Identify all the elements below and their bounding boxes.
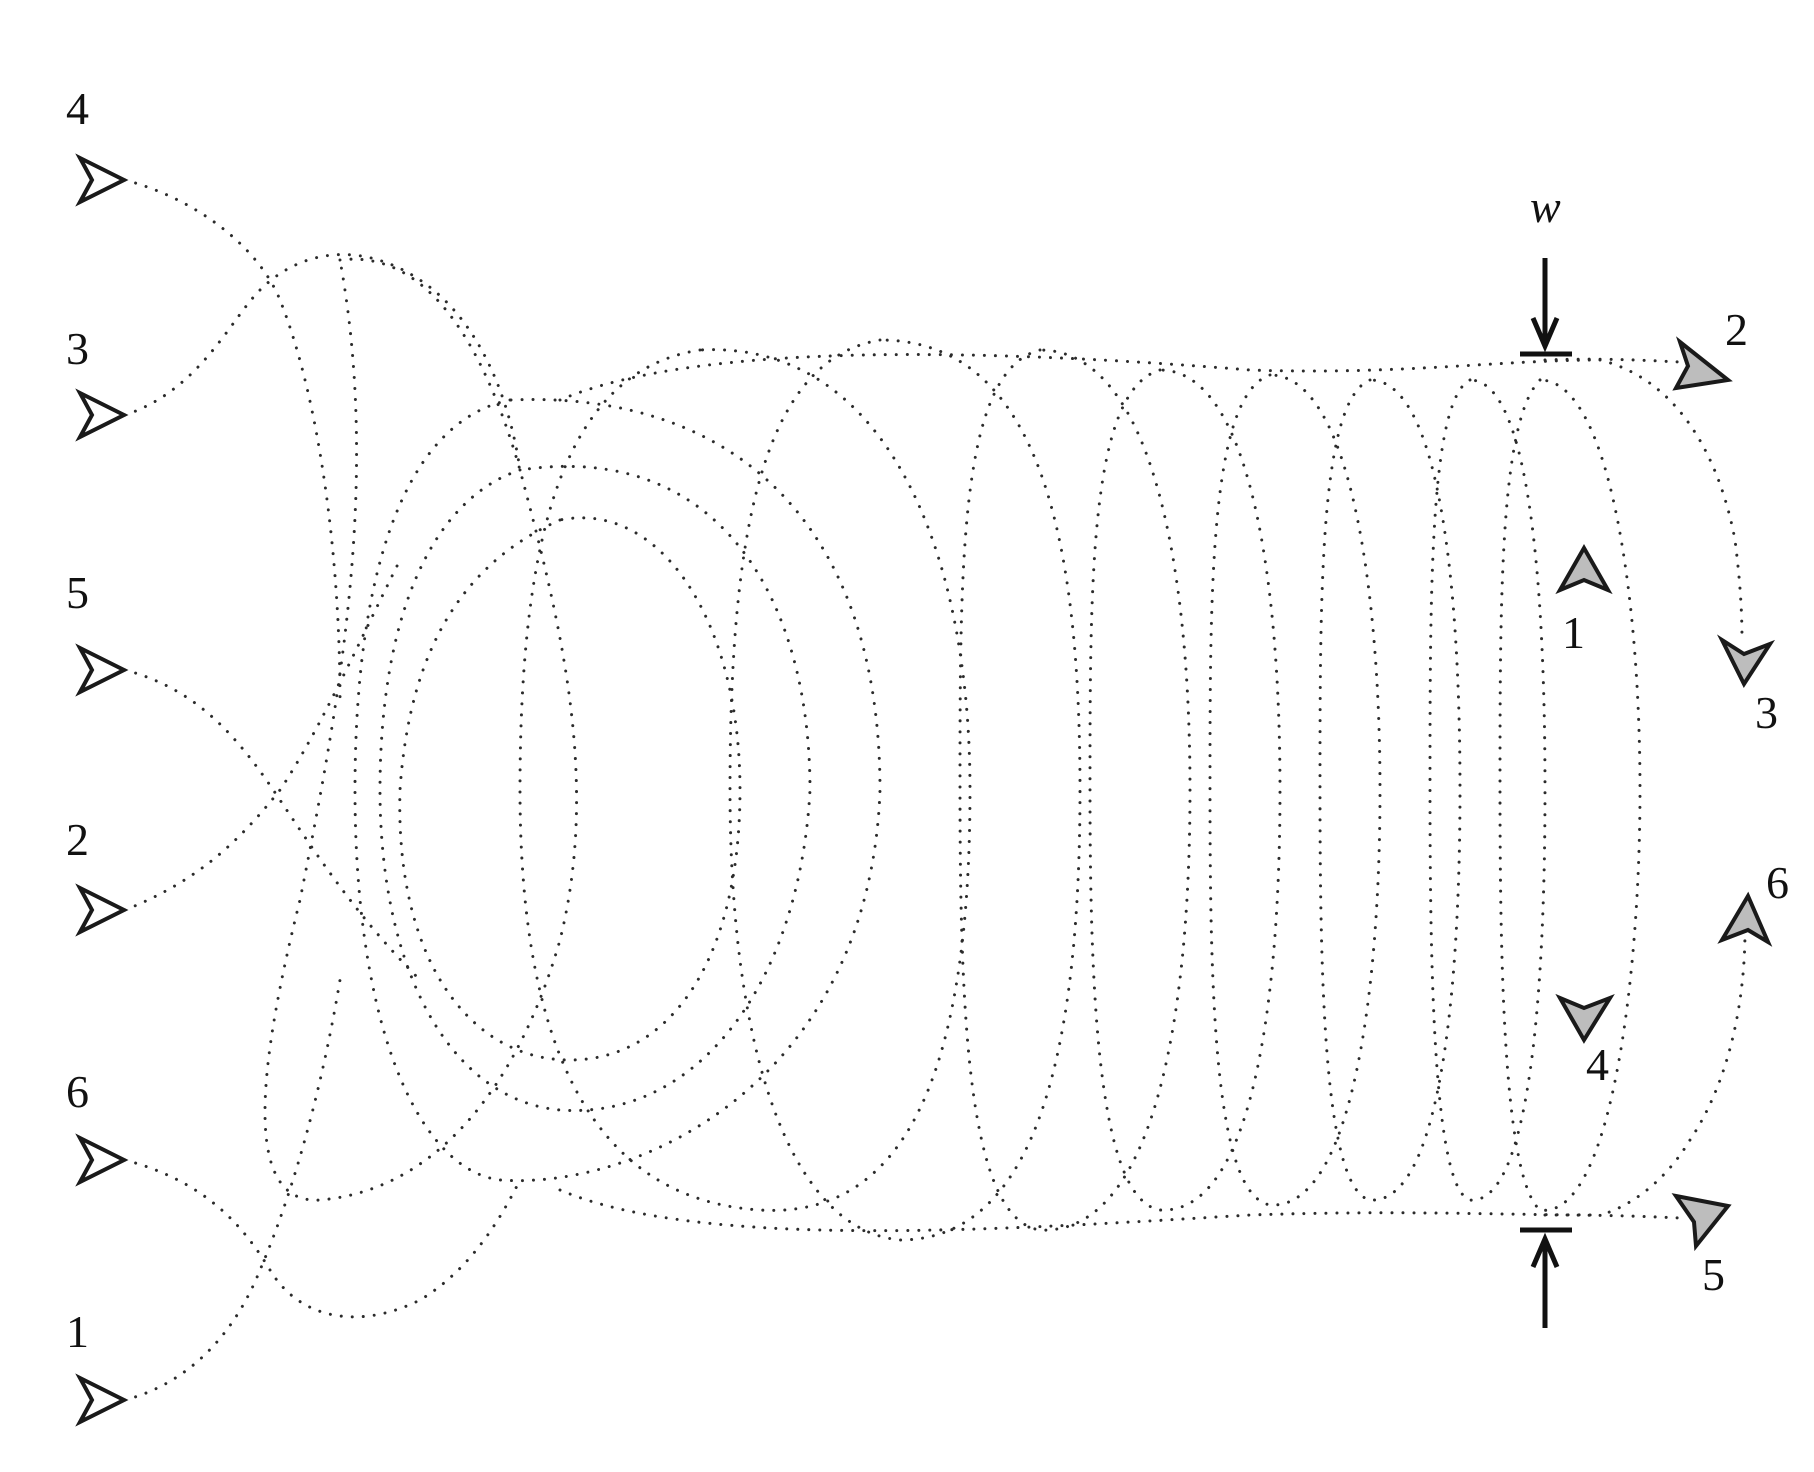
entry-5 bbox=[123, 668, 422, 982]
start-arrow-4: 4 bbox=[66, 83, 129, 207]
end-arrow-4-icon bbox=[1555, 993, 1615, 1044]
exit-trajectories bbox=[1543, 357, 1747, 1220]
width-marker: w bbox=[1520, 181, 1572, 1328]
end-arrow-5: 5 bbox=[1671, 1193, 1732, 1300]
end-arrow-6-icon bbox=[1717, 891, 1773, 947]
exit-3 bbox=[1598, 358, 1744, 642]
start-arrow-2: 2 bbox=[66, 814, 129, 937]
loop-6 bbox=[958, 348, 1192, 1232]
start-arrow-5-icon bbox=[75, 643, 129, 697]
start-arrow-label-4: 4 bbox=[66, 83, 89, 134]
end-arrow-1: 1 bbox=[1555, 543, 1613, 658]
loop-3 bbox=[353, 398, 882, 1183]
start-arrow-5: 5 bbox=[66, 567, 129, 697]
start-arrow-1-icon bbox=[75, 1373, 129, 1427]
entry-6 bbox=[123, 1158, 522, 1319]
start-arrow-label-5: 5 bbox=[66, 567, 89, 618]
entry-4 bbox=[123, 178, 342, 702]
width-top-arrowhead bbox=[1530, 317, 1560, 353]
loop-1 bbox=[398, 516, 742, 1062]
end-arrow-label-3: 3 bbox=[1755, 687, 1778, 738]
loop-2 bbox=[378, 464, 812, 1112]
end-arrows: 2 3 1 6 4 5 bbox=[1555, 304, 1789, 1300]
loop-5 bbox=[728, 338, 1082, 1242]
start-arrow-6: 6 bbox=[66, 1066, 129, 1187]
trajectory-loops bbox=[263, 257, 1642, 1242]
loop-4 bbox=[518, 348, 972, 1212]
end-arrow-label-5: 5 bbox=[1702, 1249, 1725, 1300]
start-arrow-label-6: 6 bbox=[66, 1066, 89, 1117]
entry-trajectories bbox=[123, 178, 522, 1402]
end-arrow-6: 6 bbox=[1717, 857, 1789, 947]
end-arrow-3: 3 bbox=[1716, 634, 1778, 738]
loop-8 bbox=[1208, 373, 1382, 1207]
loop-11 bbox=[1498, 378, 1642, 1212]
loop-9 bbox=[1318, 378, 1462, 1202]
end-arrow-label-4: 4 bbox=[1586, 1039, 1609, 1090]
start-arrow-3: 3 bbox=[66, 323, 129, 442]
width-label: w bbox=[1530, 181, 1561, 232]
end-arrow-5-icon bbox=[1671, 1193, 1732, 1252]
loop-10 bbox=[1428, 378, 1547, 1202]
start-arrow-4-icon bbox=[75, 153, 129, 207]
start-arrow-label-1: 1 bbox=[66, 1306, 89, 1357]
loop-7 bbox=[1088, 368, 1282, 1212]
end-arrow-label-1: 1 bbox=[1562, 607, 1585, 658]
start-arrow-2-icon bbox=[75, 883, 129, 937]
exit-5 bbox=[1543, 1213, 1682, 1220]
entry-2 bbox=[123, 558, 402, 912]
end-arrow-2: 2 bbox=[1672, 304, 1748, 391]
end-arrow-4: 4 bbox=[1555, 993, 1615, 1090]
outer-envelope bbox=[558, 353, 1602, 1233]
entry-3 bbox=[123, 253, 522, 472]
end-arrow-2-icon bbox=[1672, 336, 1733, 391]
start-arrows: 4 3 5 2 6 1 bbox=[66, 83, 129, 1427]
width-bottom-arrowhead bbox=[1530, 1232, 1560, 1268]
exit-6 bbox=[1598, 928, 1747, 1217]
start-arrow-label-3: 3 bbox=[66, 323, 89, 374]
start-arrow-3-icon bbox=[75, 388, 129, 442]
start-arrow-1: 1 bbox=[66, 1306, 129, 1427]
end-arrow-label-6: 6 bbox=[1766, 857, 1789, 908]
end-arrow-label-2: 2 bbox=[1725, 304, 1748, 355]
start-arrow-label-2: 2 bbox=[66, 814, 89, 865]
start-arrow-6-icon bbox=[75, 1133, 129, 1187]
end-arrow-3-icon bbox=[1716, 634, 1776, 689]
inner-loop-left bbox=[263, 257, 579, 1202]
entry-1 bbox=[123, 978, 342, 1402]
exit-2 bbox=[1543, 357, 1682, 364]
end-arrow-1-icon bbox=[1555, 543, 1613, 595]
